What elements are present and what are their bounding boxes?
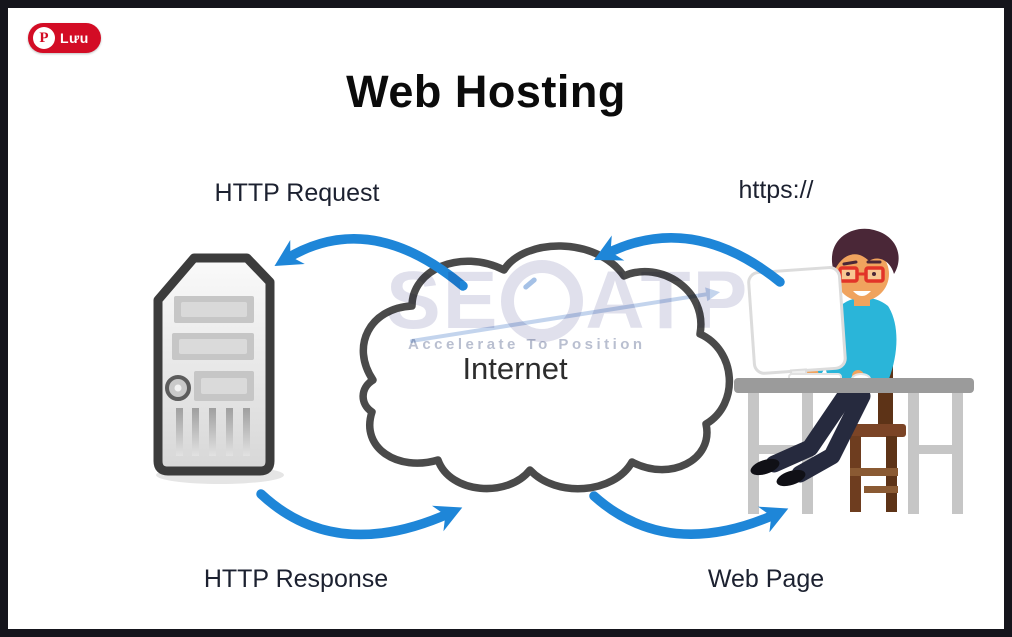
shoe [750, 458, 780, 476]
internet-label: Internet [462, 351, 568, 386]
arrow-https [593, 233, 785, 287]
arrow-http-request [274, 234, 468, 291]
server-vents [176, 408, 250, 456]
label-https: https:// [738, 176, 814, 204]
server-tower-icon [153, 253, 284, 484]
arrow-web-page [589, 491, 789, 539]
person-at-computer-icon [734, 228, 974, 514]
page-title: Web Hosting [346, 66, 626, 117]
watermark-tagline: Accelerate To Position [408, 336, 646, 353]
label-web-page: Web Page [707, 565, 825, 593]
label-http-request: HTTP Request [214, 179, 380, 207]
desk-top [734, 378, 974, 393]
arrow-http-response [256, 489, 463, 540]
shoe [776, 469, 806, 487]
smile [853, 291, 871, 296]
pinterest-logo-icon: P [33, 27, 55, 49]
pinterest-save-label: Lưu [60, 30, 89, 46]
hair [831, 228, 899, 274]
label-http-response: HTTP Response [203, 565, 389, 593]
pinterest-save-button[interactable]: P Lưu [28, 23, 101, 53]
